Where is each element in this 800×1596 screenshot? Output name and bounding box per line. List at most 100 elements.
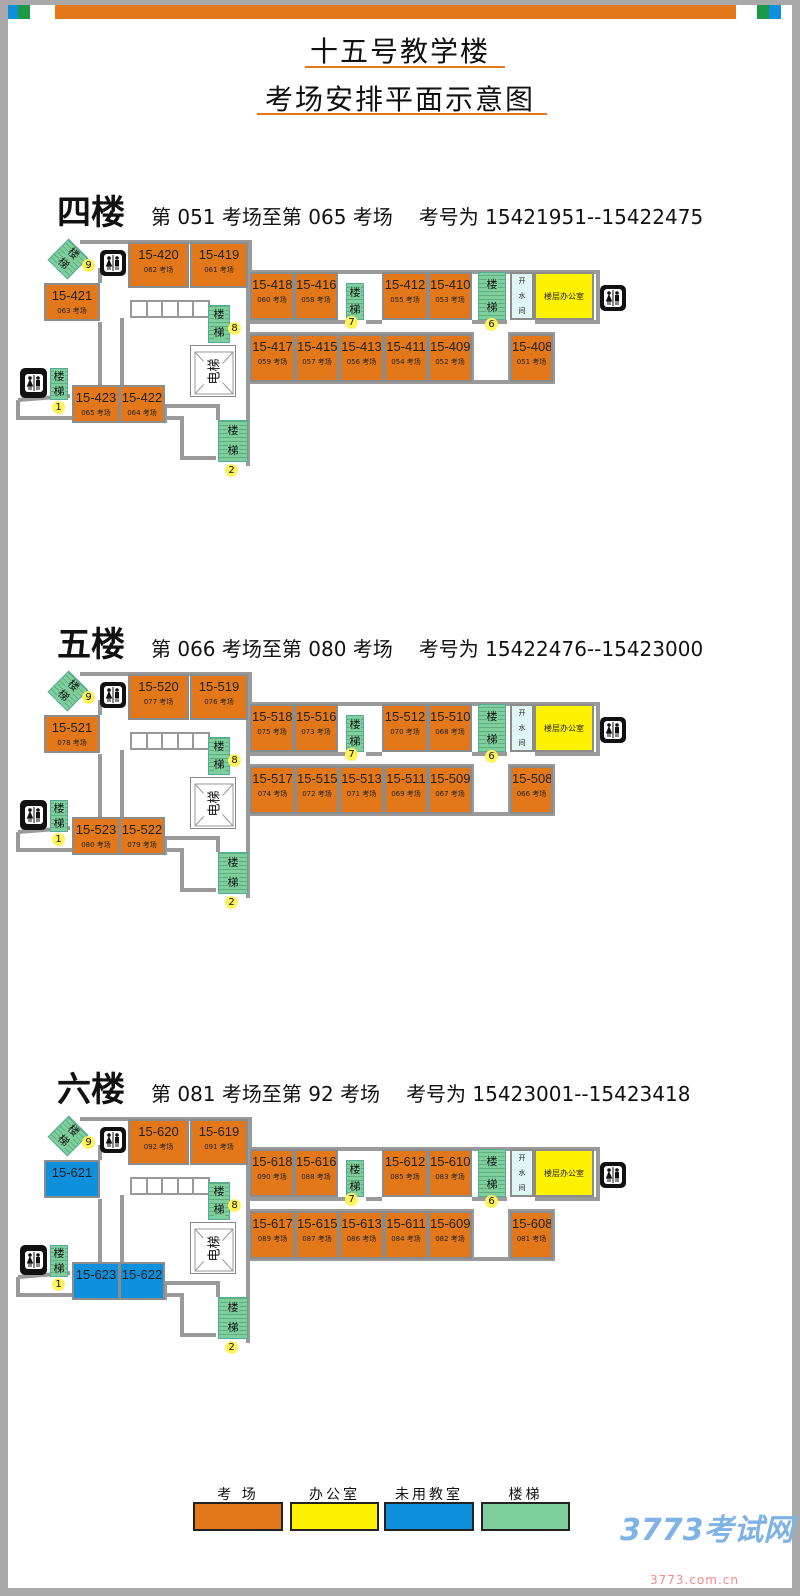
- room-15-520[interactable]: 15-520 077 考场: [128, 674, 189, 720]
- room-number: 15-413: [341, 339, 382, 354]
- stair-label: 梯: [213, 758, 225, 771]
- room-15-421[interactable]: 15-421 063 考场: [44, 283, 100, 321]
- stair-number: 1: [52, 1278, 65, 1291]
- room-15-415[interactable]: 15-415 057 考场: [295, 334, 339, 382]
- room-number: 15-611: [386, 1216, 426, 1231]
- room-15-413[interactable]: 15-413 056 考场: [339, 334, 384, 382]
- stair-label: 楼: [349, 285, 361, 299]
- room-15-410[interactable]: 15-410 053 考场: [428, 272, 472, 320]
- corner-block-blue: [769, 5, 781, 19]
- room-15-612[interactable]: 15-612 085 考场: [382, 1149, 428, 1197]
- stair-label: 梯: [349, 1180, 361, 1194]
- room-15-523[interactable]: 15-523 080 考场: [72, 817, 120, 855]
- room-15-516[interactable]: 15-516 073 考场: [294, 704, 338, 752]
- room-15-522[interactable]: 15-522 079 考场: [119, 817, 165, 855]
- room-number: 15-618: [252, 1154, 293, 1169]
- room-15-512[interactable]: 15-512 070 考场: [382, 704, 428, 752]
- stairwell: 楼 梯: [478, 272, 506, 320]
- exam-room-label: 073 考场: [301, 728, 331, 736]
- stair-label: 梯: [53, 384, 65, 398]
- candidate-id-range: 考号为 15423001--15423418: [406, 1082, 691, 1106]
- floor-office: 楼层办公室: [534, 1149, 594, 1197]
- room-number: 15-508: [512, 771, 553, 786]
- room-15-610[interactable]: 15-610 083 考场: [428, 1149, 472, 1197]
- exam-room-label: 056 考场: [346, 358, 377, 366]
- room-number: 15-511: [386, 771, 426, 786]
- room-15-519[interactable]: 15-519 076 考场: [190, 674, 248, 720]
- exam-room-label: 068 考场: [435, 728, 465, 736]
- room-number: 15-515: [297, 771, 338, 786]
- stairwell: 楼 梯: [50, 1245, 68, 1277]
- room-15-622[interactable]: 15-622: [119, 1262, 165, 1300]
- restroom-icon: [20, 368, 47, 398]
- stair-label: 楼: [349, 717, 361, 731]
- legend-swatch-office: [290, 1502, 379, 1531]
- exam-room-label: 057 考场: [302, 358, 332, 366]
- room-15-620[interactable]: 15-620 092 考场: [128, 1119, 189, 1165]
- room-15-412[interactable]: 15-412 055 考场: [382, 272, 428, 320]
- room-15-511[interactable]: 15-511 069 考场: [384, 766, 428, 814]
- room-15-408[interactable]: 15-408 051 考场: [510, 334, 553, 382]
- room-15-417[interactable]: 15-417 059 考场: [250, 334, 295, 382]
- room-15-518[interactable]: 15-518 075 考场: [250, 704, 294, 752]
- floor-name: 四楼: [57, 193, 125, 233]
- stair-number: 9: [82, 691, 95, 704]
- exam-room-label: 065 考场: [81, 409, 111, 417]
- room-15-423[interactable]: 15-423 065 考场: [72, 385, 120, 423]
- legend-label: 楼梯: [508, 1487, 543, 1503]
- room-15-515[interactable]: 15-515 072 考场: [295, 766, 339, 814]
- room-15-613[interactable]: 15-613 086 考场: [339, 1211, 384, 1259]
- room-15-418[interactable]: 15-418 060 考场: [250, 272, 294, 320]
- room-number: 15-417: [252, 339, 293, 354]
- room-15-609[interactable]: 15-609 082 考场: [428, 1211, 472, 1259]
- room-15-608[interactable]: 15-608 081 考场: [510, 1211, 553, 1259]
- room-15-508[interactable]: 15-508 066 考场: [510, 766, 553, 814]
- room-15-617[interactable]: 15-617 089 考场: [250, 1211, 295, 1259]
- exam-room-label: 071 考场: [346, 790, 377, 798]
- room-15-615[interactable]: 15-615 087 考场: [295, 1211, 339, 1259]
- room-number: 15-418: [252, 277, 293, 292]
- stair-label: 楼: [227, 856, 239, 869]
- exam-room-label: 091 考场: [204, 1143, 234, 1151]
- room-15-621[interactable]: 15-621: [44, 1160, 100, 1198]
- room-15-623[interactable]: 15-623: [72, 1262, 120, 1300]
- room-number: 15-623: [75, 1267, 117, 1282]
- stair-number: 7: [345, 1193, 358, 1206]
- room-number: 15-616: [296, 1154, 337, 1169]
- stair-number: 8: [228, 1199, 241, 1212]
- room-15-416[interactable]: 15-416 058 考场: [294, 272, 338, 320]
- room-15-509[interactable]: 15-509 067 考场: [428, 766, 472, 814]
- stair-label: 梯: [53, 816, 65, 830]
- page-title: 十五号教学楼: [309, 35, 490, 68]
- floor-plan: 15-520 077 考场 15-519 076 考场 15-521 078 考…: [0, 670, 800, 910]
- room-number: 15-518: [252, 709, 293, 724]
- water-room-label: 开: [518, 709, 526, 718]
- room-15-618[interactable]: 15-618 090 考场: [250, 1149, 294, 1197]
- room-15-409[interactable]: 15-409 052 考场: [428, 334, 472, 382]
- room-15-419[interactable]: 15-419 061 考场: [190, 242, 248, 288]
- exam-room-label: 069 考场: [391, 790, 421, 798]
- restroom-icon: [20, 800, 47, 830]
- room-15-611[interactable]: 15-611 084 考场: [384, 1211, 428, 1259]
- stairwell: 楼 梯: [478, 1149, 506, 1197]
- room-15-517[interactable]: 15-517 074 考场: [250, 766, 295, 814]
- room-number: 15-619: [198, 1124, 240, 1139]
- room-15-510[interactable]: 15-510 068 考场: [428, 704, 472, 752]
- room-15-619[interactable]: 15-619 091 考场: [190, 1119, 248, 1165]
- room-15-616[interactable]: 15-616 088 考场: [294, 1149, 338, 1197]
- exam-room-label: 078 考场: [57, 739, 87, 747]
- stair-label: 楼: [227, 1301, 239, 1314]
- room-number: 15-615: [297, 1216, 338, 1231]
- exam-room-label: 082 考场: [435, 1235, 465, 1243]
- room-15-411[interactable]: 15-411 054 考场: [384, 334, 428, 382]
- room-15-422[interactable]: 15-422 064 考场: [119, 385, 165, 423]
- stairwell: 楼 梯: [218, 852, 248, 894]
- stair-label: 楼: [349, 1162, 361, 1176]
- room-15-513[interactable]: 15-513 071 考场: [339, 766, 384, 814]
- room-15-420[interactable]: 15-420 062 考场: [128, 242, 189, 288]
- room-number: 15-513: [341, 771, 382, 786]
- exam-room-label: 060 考场: [257, 296, 287, 304]
- room-15-521[interactable]: 15-521 078 考场: [44, 715, 100, 753]
- exam-room-range: 第 081 考场至第 92 考场: [151, 1082, 381, 1106]
